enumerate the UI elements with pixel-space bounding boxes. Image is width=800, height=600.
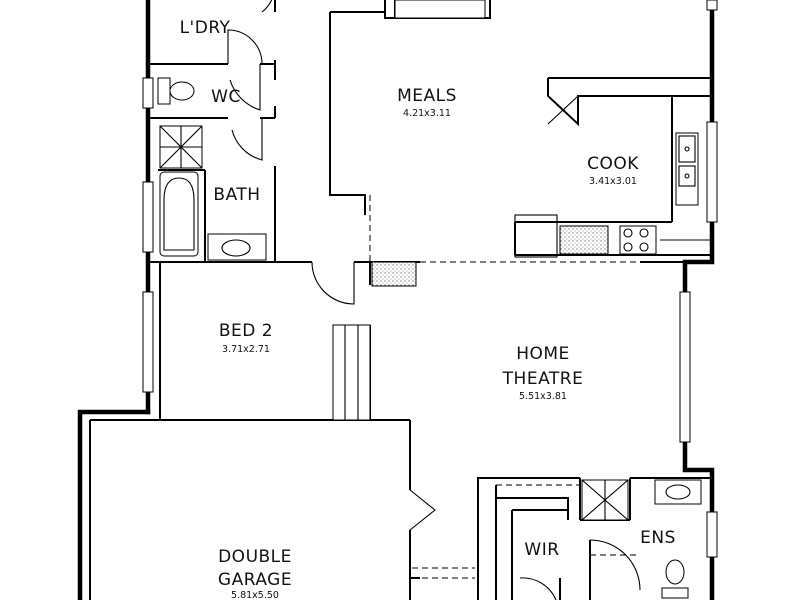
- bed2-label: BED 2: [219, 321, 273, 341]
- cook-label: COOK: [587, 154, 639, 174]
- windows: [142, 0, 718, 558]
- home-theatre-label-line1: HOME: [516, 344, 570, 364]
- home-theatre-label-line2: THEATRE: [502, 369, 584, 389]
- home-theatre-dims: 5.51x3.81: [519, 391, 567, 402]
- double-garage-dims: 5.81x5.50: [231, 590, 279, 600]
- ens-label: ENS: [640, 528, 676, 548]
- interior-walls: [89, 0, 712, 600]
- fixtures: [157, 0, 702, 599]
- dashed-openings: [369, 195, 640, 579]
- bath-label: BATH: [213, 185, 260, 205]
- cook-dims: 3.41x3.01: [589, 176, 637, 187]
- kitchen-benches: [514, 77, 712, 258]
- meals-label: MEALS: [397, 86, 457, 106]
- wir-label: WIR: [524, 540, 559, 560]
- doors: [227, 0, 641, 600]
- laundry-label: L'DRY: [180, 18, 231, 38]
- double-garage-label-line1: DOUBLE: [218, 547, 292, 567]
- bed2-dims: 3.71x2.71: [222, 344, 270, 355]
- room-labels: L'DRY WC BATH MEALS 4.21x3.11 COOK 3.41x…: [180, 18, 676, 600]
- meals-dims: 4.21x3.11: [403, 108, 451, 119]
- stippled-panel: [371, 261, 417, 287]
- wc-label: WC: [211, 87, 241, 107]
- double-garage-label-line2: GARAGE: [218, 570, 292, 590]
